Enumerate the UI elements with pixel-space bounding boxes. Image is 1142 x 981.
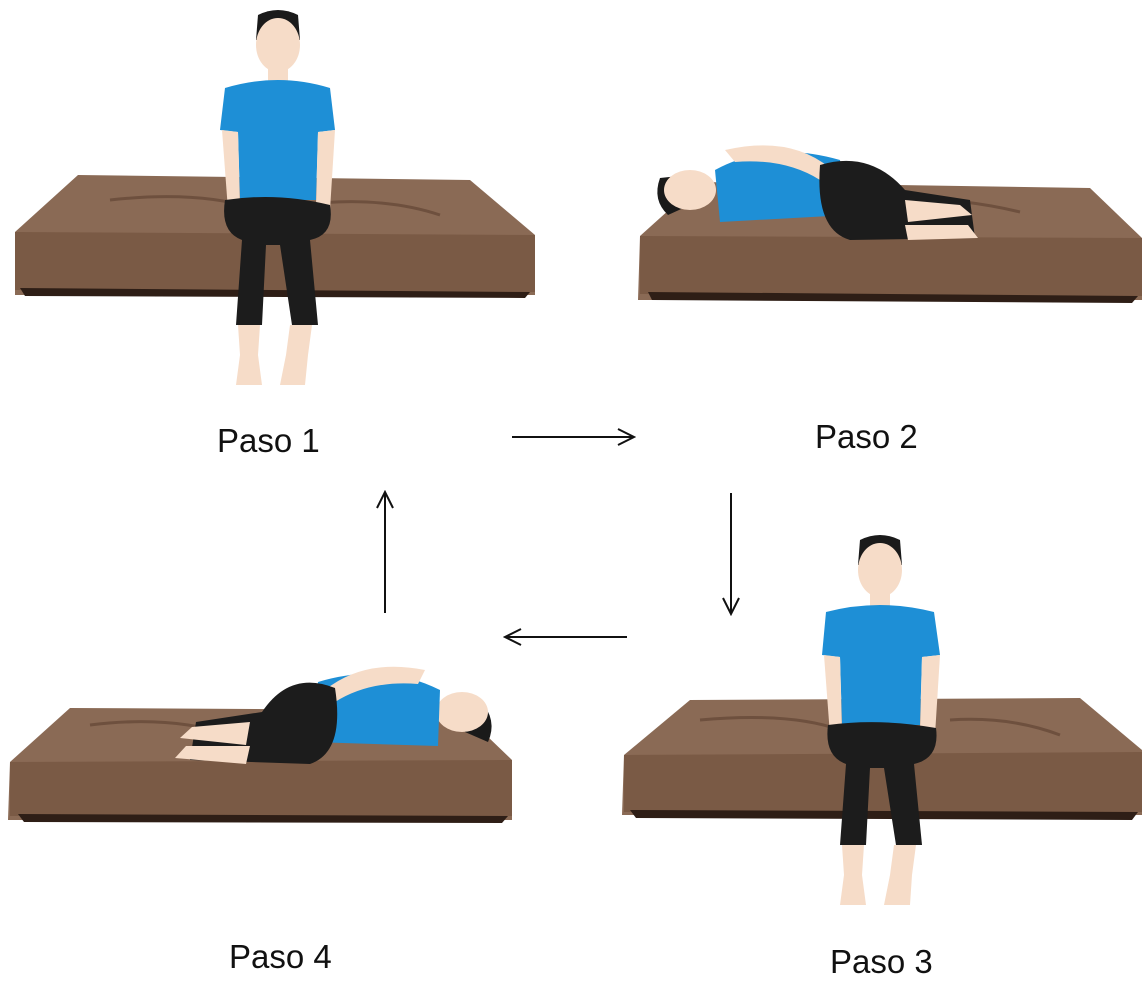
step-1-label: Paso 1 [217,422,320,460]
person-sitting [220,10,335,385]
step-3-illustration [622,535,1142,905]
person-sitting [822,535,940,905]
step-2-illustration [638,145,1142,303]
step-2-label: Paso 2 [815,418,918,456]
step-3-label: Paso 3 [830,943,933,981]
step-4-illustration [8,667,512,823]
step-1-illustration [15,10,535,385]
step-4-label: Paso 4 [229,938,332,976]
